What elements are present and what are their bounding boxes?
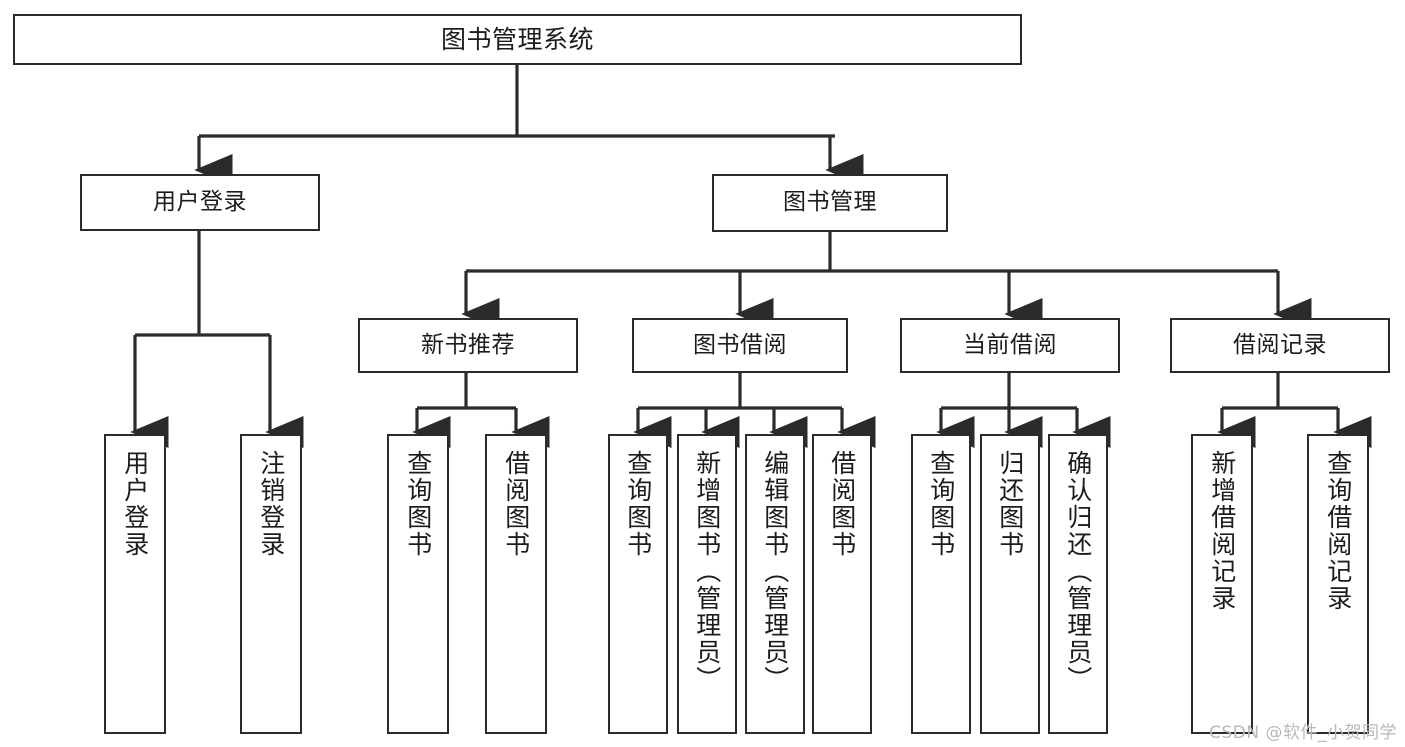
leaf-current-borrow-return-books[interactable]: 归还图书	[980, 434, 1040, 734]
watermark-text: CSDN @软件_小贺同学	[1209, 723, 1397, 743]
leaf-new-book-query-books[interactable]: 查询图书	[387, 434, 449, 734]
node-label: 确认归还（管理员）	[1063, 450, 1093, 693]
leaf-borrow-record-query-record[interactable]: 查询借阅记录	[1307, 434, 1369, 734]
node-new-book-recommendation[interactable]: 新书推荐	[358, 318, 578, 373]
leaf-current-borrow-query-books[interactable]: 查询图书	[911, 434, 971, 734]
node-label: 用户登录	[120, 450, 150, 558]
node-label: 查询借阅记录	[1323, 450, 1353, 612]
leaf-user-login-login[interactable]: 用户登录	[104, 434, 166, 734]
node-label: 借阅图书	[827, 450, 857, 558]
node-label: 图书管理系统	[440, 24, 594, 54]
leaf-user-login-logout[interactable]: 注销登录	[240, 434, 302, 734]
node-label: 编辑图书（管理员）	[760, 450, 790, 693]
leaf-new-book-borrow-books[interactable]: 借阅图书	[485, 434, 547, 734]
leaf-book-borrow-query-books[interactable]: 查询图书	[608, 434, 668, 734]
node-label: 借阅记录	[1233, 331, 1327, 358]
node-label: 图书管理	[783, 189, 877, 216]
leaf-borrow-record-add-record[interactable]: 新增借阅记录	[1191, 434, 1253, 734]
node-label: 查询图书	[403, 450, 433, 558]
node-label: 归还图书	[995, 450, 1025, 558]
leaf-book-borrow-add-book-admin[interactable]: 新增图书（管理员）	[677, 434, 737, 734]
node-root-book-management-system[interactable]: 图书管理系统	[13, 14, 1022, 65]
node-user-login[interactable]: 用户登录	[80, 174, 320, 231]
node-label: 借阅图书	[501, 450, 531, 558]
node-label: 注销登录	[256, 450, 286, 558]
node-label: 图书借阅	[693, 331, 787, 358]
node-book-management[interactable]: 图书管理	[712, 174, 948, 232]
node-label: 当前借阅	[963, 331, 1057, 358]
node-borrowing-record[interactable]: 借阅记录	[1170, 318, 1390, 373]
node-label: 新书推荐	[421, 331, 515, 358]
node-current-borrowing[interactable]: 当前借阅	[900, 318, 1120, 373]
leaf-book-borrow-edit-book-admin[interactable]: 编辑图书（管理员）	[745, 434, 805, 734]
node-label: 新增借阅记录	[1207, 450, 1237, 612]
node-label: 查询图书	[926, 450, 956, 558]
node-label: 用户登录	[153, 188, 247, 215]
node-book-borrowing[interactable]: 图书借阅	[632, 318, 848, 373]
node-label: 新增图书（管理员）	[692, 450, 722, 693]
leaf-current-borrow-confirm-return-admin[interactable]: 确认归还（管理员）	[1048, 434, 1108, 734]
node-label: 查询图书	[623, 450, 653, 558]
leaf-book-borrow-borrow-books[interactable]: 借阅图书	[812, 434, 872, 734]
